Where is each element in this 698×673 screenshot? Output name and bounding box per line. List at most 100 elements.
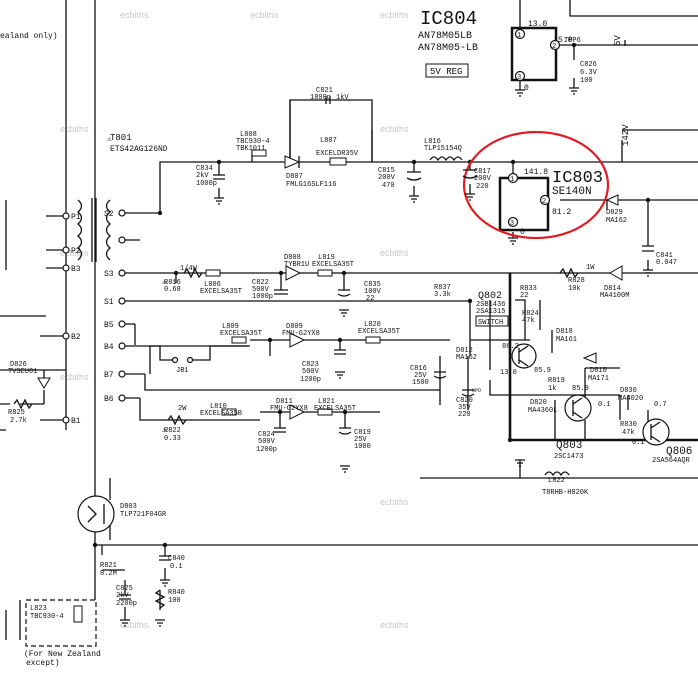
q802-switch: Q802 2SB1436 2SA1315 SWITCH R824 47k D81… [475,291,692,465]
feedback-section: D803 TLP721F04GR C840 0.1 R821 8.2M C825… [0,32,185,668]
r828-value: 10k [568,285,581,293]
pin-number: 3 [510,220,514,228]
pin-b6 [118,394,126,402]
ic803-name: IC803 [552,169,603,188]
c817-voltage: 200V [474,175,492,183]
pin-b1 [62,416,70,424]
l822-label: L822 [548,477,565,485]
voltage-label: 0 [520,228,525,237]
reg-box [425,63,469,78]
d814-symbol [609,265,623,281]
note-text: ealand only) [0,32,58,41]
ic803-pin2 [539,194,551,206]
c823-voltage: 500V [302,368,320,376]
l820-label: L820 [364,321,381,329]
l821-label: L821 [318,398,335,406]
r840-value: 100 [168,597,181,605]
ic803-pin3 [507,216,519,228]
c825-voltage: 2kV [116,592,129,600]
r840-label: R840 [168,589,185,597]
l806-label: L806 [204,281,221,289]
pin-label: B2 [71,333,81,342]
watermark-text: ecbiths [60,124,89,134]
l807-part: EXCELDR35V [316,150,359,158]
r822-value: 0.33 [164,435,181,443]
c826-value: 100 [580,77,593,85]
ic804-part-b: AN78M05-LB [418,43,478,54]
c835-label: C835 [364,281,381,289]
c841-value: 0.047 [656,259,677,267]
r824-label: R824 [522,310,539,318]
d814-part: MA4100M [600,292,629,300]
warning-icon: ⚠ [107,135,112,144]
d810-symbol [582,352,597,364]
d808-part: TYBR1U [284,261,309,269]
pin-label: S3 [104,270,114,279]
l807-label: L807 [320,137,337,145]
note-text: except) [26,659,60,668]
voltage-label: 5.0 [558,36,573,45]
d803-part: TLP721F04GR [120,511,167,519]
pin-number: 1 [510,176,514,184]
d807-label: D807 [286,173,303,181]
pin-label: S2 [104,210,114,219]
r819-label: R819 [548,377,565,385]
q802-part: 2SB1436 [476,301,505,309]
secondary-pins: S2 S3 S1 B5 B4 B7 B6 [104,209,126,404]
d820-part: MA4360L [528,407,557,415]
l808-bead [251,149,267,157]
s3-rail: ⚠ R816 0.68 1/4W L806 EXCELSA35T D808 TY… [162,254,629,303]
c816-value: 1500 [412,379,429,387]
pin-p1 [62,212,70,220]
d814-label: D814 [604,285,621,293]
c826-voltage: 6.3V [580,69,598,77]
b4-rail: JB1 L809 EXCELSA35T D809 FMU-G2YX8 L820 … [171,321,481,419]
pin-s2 [118,209,126,217]
c821-label: C821 [316,87,333,95]
pin-label: B6 [104,395,114,404]
pin-number: 2 [542,198,546,206]
c822-value: 1000p [252,293,273,301]
ic804-part-a: AN78M05LB [418,31,472,42]
q803-label: Q803 [556,440,582,452]
l809-label: L809 [222,323,239,331]
switch-label: SWITCH [478,319,503,327]
voltage-label: 13.0 [500,369,517,377]
t801-transformer: T801 ETS42AG126ND ⚠ [77,133,168,262]
q802-transistor [511,343,537,369]
r822-label: R822 [164,427,181,435]
pin-unlabeled [118,236,126,244]
c819-value: 1000 [354,443,371,451]
r830-value: 47k [622,429,635,437]
pin-label: B4 [104,343,114,352]
d807-part: FMLG16SLF116 [286,181,336,189]
pin-label: B5 [104,321,114,330]
d820-label: D820 [530,399,547,407]
c820-value: 220 [458,411,471,419]
watermark-text: ecbiths [380,248,409,258]
c821-symbol [325,96,331,104]
pin-s3 [118,269,126,277]
l822-part: T8RHB-H820K [542,489,589,497]
watermark-text: ecbiths [380,10,409,20]
q806-transistor [642,418,670,446]
l806-bead [205,269,221,277]
c825-label: C825 [116,585,133,593]
pin-s1 [118,297,126,305]
c834-voltage: 2kV [196,172,209,180]
d810-label: D810 [590,367,607,375]
l823-part: TBC930-4 [30,613,64,621]
voltage-label: 13.0 [528,20,547,29]
r821-value: 8.2M [100,570,117,578]
l823-label: L823 [30,605,47,613]
ic804-pin1 [514,28,526,40]
top-snubber: C821 1800p 1kV L808 TBC930-4 TBK1011 D80… [236,87,359,189]
c841-label: C841 [656,252,673,260]
r824-value: 47k [522,317,535,325]
ic804-regulator: IC804 AN78M05LB AN78M05-LB 5V REG 1 2 3 … [418,8,631,146]
ic803-pin1 [507,172,519,184]
c826-label: C826 [580,61,597,69]
rail-5v-label: 5V [613,35,623,46]
l808-part: TBK1011 [236,145,265,153]
